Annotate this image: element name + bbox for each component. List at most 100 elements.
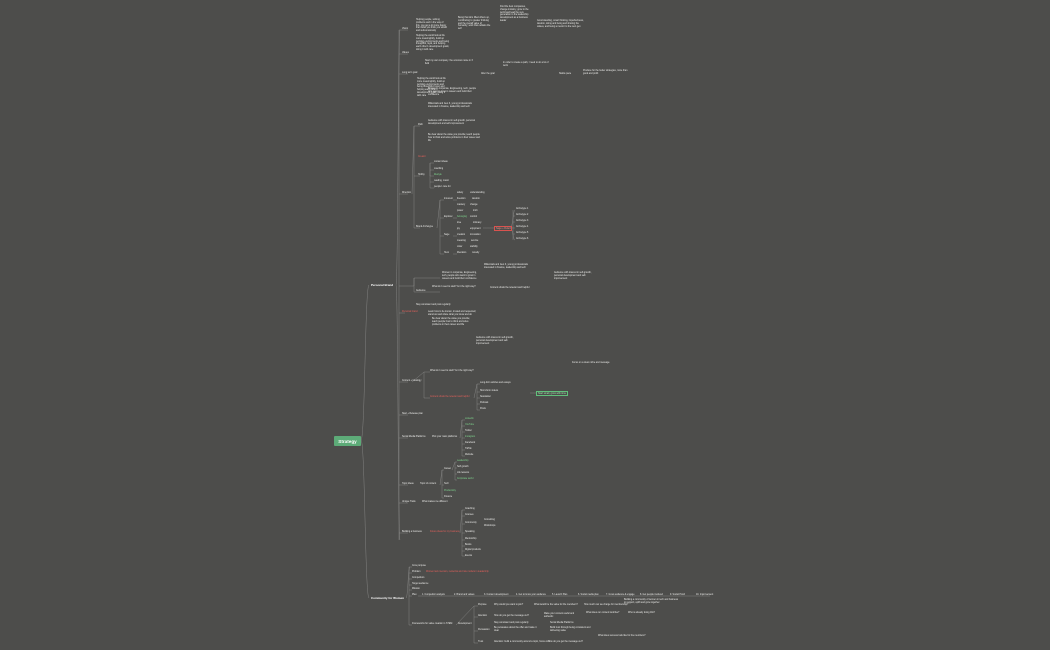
plan-step-2: 2. Brand and values (454, 594, 475, 596)
arch-word-17: meaning (457, 240, 466, 242)
vision-text-1: Helping people, solving problems and in … (416, 19, 447, 33)
archetype-innocent[interactable]: Innocent (444, 198, 453, 200)
goal-text-1: Start my own company / be a known name i… (425, 60, 474, 65)
community-mission[interactable]: Mission (412, 588, 420, 590)
business-8: Books (465, 544, 472, 546)
dev-text-12: Build trust through being consistent and… (550, 627, 591, 632)
community-target[interactable]: Target audience (412, 583, 429, 585)
archetype-choice-box[interactable]: Sage + Ruler (494, 226, 513, 231)
arch-word-15: creation (457, 234, 466, 236)
dev-text-8: Who is already doing this? (628, 612, 655, 614)
dev-text-5: How do you get the message out? (494, 615, 529, 617)
content-text-long: Be clear about the value you provide; te… (432, 318, 470, 326)
content-sub-4: Podcast (480, 402, 489, 404)
content-sub-5: Posts (480, 408, 486, 410)
goal-text-4: Stable pace (559, 73, 572, 75)
node-social-media[interactable]: Social Media Platforms (402, 436, 426, 438)
direction-text-2: Millennials and Gen Z, young professiona… (428, 103, 472, 108)
arch-word-9: belonging (457, 216, 467, 218)
node-topic-ideas[interactable]: Topic Ideas (402, 483, 414, 485)
community-core[interactable]: Core purpose (412, 565, 426, 567)
dev-persuasion[interactable]: Persuasion (478, 629, 490, 631)
direction-hobby[interactable]: Hobby (418, 174, 425, 176)
content-node-1[interactable]: What do I need to start? Is it the right… (430, 370, 474, 372)
business-10: Events (465, 555, 473, 557)
node-brand-archetype[interactable]: Brand Archetype (416, 226, 433, 228)
content-text-right: Audience with interest in self-growth, p… (476, 337, 514, 345)
root-node[interactable]: Strategy (334, 436, 361, 446)
frameworks-label[interactable]: Frameworks for value creation in STEM (412, 623, 453, 625)
social-label: Pick your main platforms (432, 436, 458, 438)
plan-step-10: 10. Improvement (696, 594, 714, 596)
main-node-personal-brand[interactable]: Personal Brand (371, 283, 394, 287)
content-text-far: Focus on a clear niche and message (572, 362, 610, 364)
node-content-ideology[interactable]: Content + Ideology (402, 380, 422, 382)
business-5: Workshops (484, 525, 496, 527)
business-9: Digital products (465, 549, 481, 551)
unique-label: What makes me different (422, 501, 448, 503)
topic-2: Tech (444, 483, 449, 485)
archetype-sage[interactable]: Sage (444, 234, 450, 236)
arch-word-1: safety (457, 192, 464, 194)
archetype-target-3: Archetype 3 (516, 220, 529, 222)
business-4: Consulting (484, 519, 495, 521)
node-long-term-goal[interactable]: Long term goal (402, 72, 418, 74)
node-values[interactable]: Values (402, 52, 409, 54)
social-1: LinkedIn (465, 418, 474, 420)
node-building-business[interactable]: Building a business (402, 531, 422, 533)
dev-text-1: Why would you want to join? (494, 604, 524, 606)
topic-label: Topic of content (420, 483, 437, 485)
community-plan[interactable]: Plan (412, 594, 417, 596)
dev-text-7: What does our content look like? (586, 612, 620, 614)
node-audience[interactable]: Audience (416, 290, 426, 292)
plan-step-5: 5. Launch Plan (552, 594, 568, 596)
direction-path[interactable]: Path (418, 124, 423, 126)
community-problem[interactable]: Problem (412, 571, 421, 573)
arch-word-12: intimacy (473, 222, 482, 224)
direction-creator[interactable]: Creator (418, 156, 426, 158)
vision-text-4: Good standing, smart thinking, imperfect… (537, 20, 584, 28)
goal-text-5: Produce for the better strategies, more … (583, 70, 628, 75)
goal-text-2: After the goal (481, 73, 495, 75)
dev-text-4: Building a community of women in tech an… (624, 599, 679, 604)
direction-text-4: Be clear about the value you provide; te… (428, 134, 480, 142)
content-box[interactable]: Start small, grow with time (536, 391, 568, 396)
content-sub-2: Short-form videos (480, 390, 499, 392)
dev-purpose[interactable]: Purpose (478, 604, 487, 606)
hobby-item-3: lifestyle (434, 174, 442, 176)
hobby-item-5: people I care for (434, 186, 451, 188)
archetype-hero[interactable]: Hero (444, 252, 449, 254)
arch-word-4: wisdom (472, 198, 480, 200)
node-release-plan[interactable]: Start + Release plan (402, 413, 423, 415)
node-personal-brand[interactable]: Personal brand (402, 311, 418, 313)
community-competitors[interactable]: Competitors (412, 577, 425, 579)
dev-text-14: Attention: build a community around a to… (494, 641, 550, 643)
social-3: Twitter (465, 430, 472, 432)
arch-word-7: power (457, 210, 464, 212)
node-unique-traits[interactable]: Unique Traits (402, 501, 416, 503)
node-direction[interactable]: Direction (402, 192, 412, 194)
plan-step-6: 6. Social media plan (578, 594, 599, 596)
values-text: Helping the world look at life more mean… (416, 35, 450, 51)
arch-word-10: control (470, 216, 477, 218)
arch-word-19: order (457, 246, 463, 248)
arch-word-8: truth (473, 210, 478, 212)
social-6: TikTok (465, 448, 472, 450)
dev-text-9: Stay consistent and post regularly (494, 622, 529, 624)
dev-text-13: What does success look like for the memb… (598, 635, 646, 637)
content-sub-1: Long-form articles and essays (480, 382, 511, 384)
direction-text-1: Women in corporate, Engineering, tech, p… (428, 88, 476, 96)
arch-word-5: mastery (457, 204, 466, 206)
audience-text-6: Stay consistent and post regularly (416, 304, 451, 306)
node-vision[interactable]: Vision (402, 28, 409, 30)
archetype-explorer[interactable]: Explorer (444, 216, 453, 218)
dev-attention[interactable]: Attention (478, 615, 488, 617)
dev-trust[interactable]: Trust (478, 641, 484, 643)
development-label[interactable]: Development (458, 623, 472, 625)
plan-step-3: 3. Content development (484, 594, 509, 596)
audience-text-3: Audience with interest in self-growth, p… (554, 272, 592, 280)
main-node-community[interactable]: Community for Women (371, 596, 404, 600)
topic-8: Productivity (444, 490, 456, 492)
content-node-2[interactable]: Content should be relevant and helpful (430, 396, 470, 398)
